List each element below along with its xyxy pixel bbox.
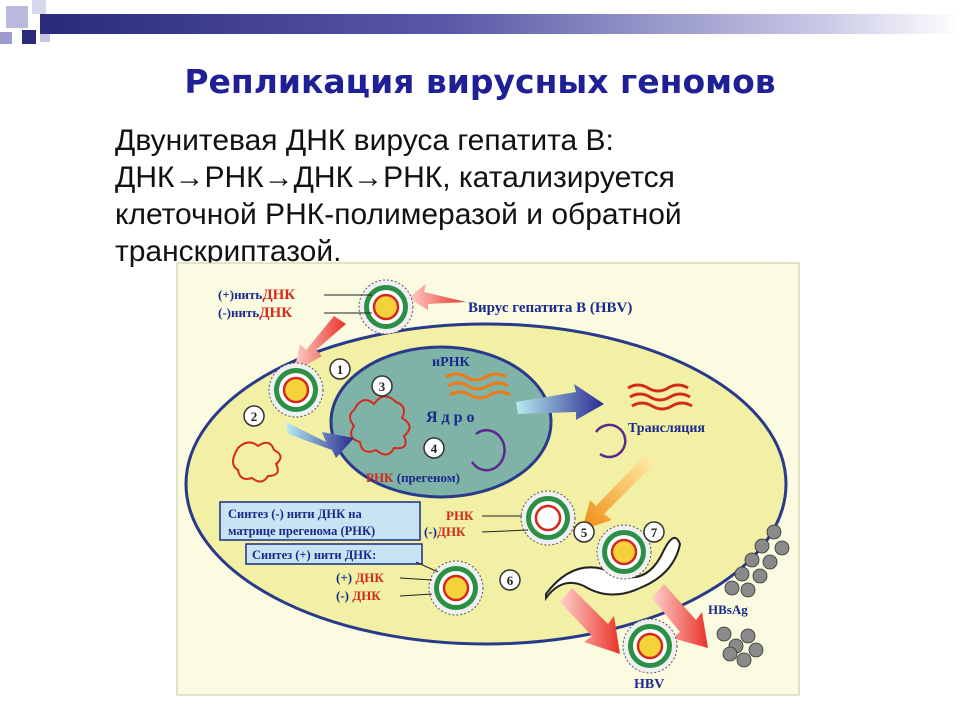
entry-arrow bbox=[294, 316, 346, 372]
corner-square-5 bbox=[40, 32, 50, 42]
capsid-rna-core-icon bbox=[534, 504, 562, 532]
synth-minus-line-1: Синтез (-) нити ДНК на bbox=[228, 507, 362, 521]
svg-text:4: 4 bbox=[431, 441, 438, 456]
nucleus-label: Я д р о bbox=[426, 409, 475, 426]
plus-strand-label: (+)нитьДНК bbox=[218, 287, 295, 303]
svg-text:5: 5 bbox=[581, 525, 588, 540]
minus-dna-pointer bbox=[399, 593, 433, 597]
step-marker-3: 3 bbox=[371, 375, 393, 397]
cytoplasm-dna-icon bbox=[232, 441, 282, 483]
svg-text:6: 6 bbox=[507, 573, 514, 588]
nuclear-pregenome-ring bbox=[470, 429, 506, 472]
body-line-2: ДНК→РНК→ДНК→РНК, катализируется bbox=[115, 161, 675, 194]
corner-square-4 bbox=[0, 32, 12, 44]
translation-label: Трансляция bbox=[628, 421, 705, 436]
cytoplasm-rna-ring bbox=[594, 423, 627, 459]
corner-square-3 bbox=[22, 30, 36, 44]
step-marker-2: 2 bbox=[243, 405, 265, 427]
minus-strand-label: (-)нитьДНК bbox=[218, 305, 292, 321]
step-marker-5: 5 bbox=[573, 521, 595, 543]
svg-text:2: 2 bbox=[251, 409, 258, 424]
release-arrow-hbsag bbox=[652, 584, 708, 648]
virus-label: Вирус гепатита В (HBV) bbox=[468, 300, 632, 316]
plus-dna-pointer bbox=[399, 577, 433, 581]
nucleus-entry-arrow bbox=[286, 422, 354, 458]
step-marker-6: 6 bbox=[499, 569, 521, 591]
step-marker-7: 7 bbox=[643, 521, 665, 543]
box-rna-label: РНК bbox=[446, 508, 474, 523]
virion-released bbox=[621, 617, 679, 675]
synth-plus-pointer bbox=[415, 561, 439, 573]
mrna-label: иРНК bbox=[432, 355, 471, 370]
svg-text:3: 3 bbox=[379, 379, 386, 394]
hbsag-label: HBsAg bbox=[708, 602, 748, 617]
hbv-replication-diagram: 1 2 3 4 5 6 7 (+)нитьДНК (-)нитьДНК Виру… bbox=[176, 262, 800, 696]
corner-square-1 bbox=[6, 6, 28, 28]
step-marker-4: 4 bbox=[423, 437, 445, 459]
svg-text:1: 1 bbox=[337, 362, 344, 377]
body-line-3: клеточной РНК-полимеразой и обратной bbox=[115, 198, 682, 231]
corner-square-2 bbox=[32, 0, 46, 14]
synth-plus-label: Синтез (+) нити ДНК: bbox=[252, 548, 376, 562]
step-marker-1: 1 bbox=[329, 358, 351, 380]
box-minus-dna-pointer bbox=[481, 529, 529, 533]
virion-plus-synthesis bbox=[427, 559, 485, 617]
svg-text:7: 7 bbox=[651, 525, 658, 540]
release-arrow-hbv bbox=[560, 588, 620, 654]
plus-dna-label: (+) ДНК bbox=[336, 570, 384, 585]
header-gradient-bar bbox=[40, 14, 960, 34]
slide-body-text: Двунитевая ДНК вируса гепатита В: ДНК→РН… bbox=[115, 122, 905, 270]
hbv-label: HBV bbox=[634, 677, 664, 692]
box-minus-dna-label: (-)ДНК bbox=[424, 524, 466, 539]
synth-minus-box bbox=[219, 501, 421, 541]
virion-uncoating bbox=[267, 361, 325, 419]
nuclear-dna-icon bbox=[349, 395, 411, 456]
assembly-arrow bbox=[582, 454, 656, 530]
mrna-icon bbox=[445, 372, 511, 400]
virion-incoming bbox=[357, 278, 415, 336]
hbsag-particles-icon bbox=[716, 524, 790, 668]
synth-minus-line-2: матрице прегенома (РНК) bbox=[228, 524, 375, 538]
pregenome-label: РНК (прегеном) bbox=[366, 470, 460, 485]
virion-minus-synthesis bbox=[595, 523, 653, 581]
cytoplasm-mrna-icon bbox=[627, 383, 693, 411]
virus-pointer-arrow bbox=[408, 284, 466, 310]
synth-plus-box bbox=[245, 543, 423, 565]
export-arrow bbox=[516, 384, 604, 420]
body-line-1: Двунитевая ДНК вируса гепатита В: bbox=[115, 124, 614, 157]
minus-dna-label: (-) ДНК bbox=[336, 588, 381, 603]
slide-title: Репликация вирусных геномов bbox=[184, 62, 776, 101]
